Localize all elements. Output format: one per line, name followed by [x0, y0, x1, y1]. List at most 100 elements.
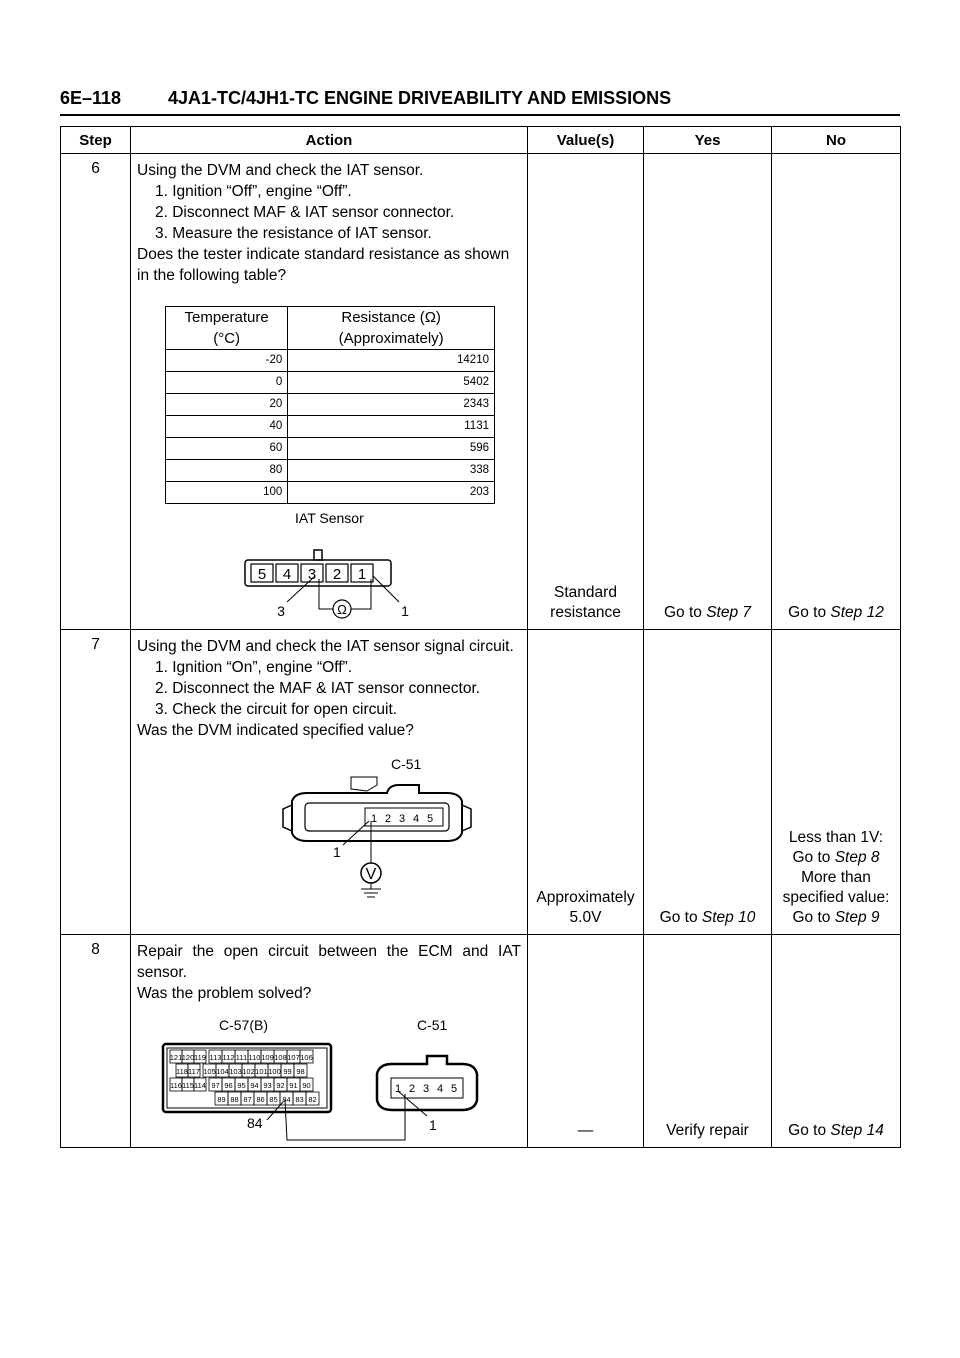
action-question: Does the tester indicate standard resist… — [137, 246, 510, 284]
value-cell: — — [527, 934, 644, 1148]
voltmeter-icon: V — [366, 866, 377, 883]
ecm-pin-number: 97 — [211, 1081, 219, 1090]
ecm-pin-number: 112 — [223, 1053, 235, 1062]
ecm-pin-number: 114 — [194, 1081, 206, 1090]
ecm-pin-number: 86 — [256, 1095, 264, 1104]
ecm-pin-number: 88 — [230, 1095, 238, 1104]
value-text: resistance — [550, 604, 621, 621]
pin-label: 1 — [358, 566, 366, 583]
yes-cell: Go to Step 10 — [643, 629, 772, 935]
ecm-connector-label: C-57(B) — [219, 1017, 268, 1033]
table-header-row: Step Action Value(s) Yes No — [60, 126, 901, 154]
value-cell: Approximately 5.0V — [527, 629, 644, 935]
action-cell: Using the DVM and check the IAT sensor. … — [130, 153, 528, 630]
no-condition: More than — [801, 869, 871, 886]
resistance-cell: 596 — [287, 437, 495, 460]
ecm-pin-number: 90 — [302, 1081, 310, 1090]
no-step-link: Step 8 — [834, 849, 880, 866]
lead-label: 1 — [401, 603, 409, 619]
substep: 2. Disconnect MAF & IAT sensor connector… — [155, 204, 455, 221]
ecm-pin-number: 100 — [268, 1067, 281, 1076]
pin-label: 2 — [409, 1083, 415, 1095]
ecm-pin-number: 119 — [194, 1053, 206, 1062]
resistance-header-row: Temperature (°C) Resistance (Ω) (Approxi… — [164, 306, 495, 350]
temperature-cell: 100 — [164, 481, 289, 504]
pin-label: 1 — [371, 813, 377, 825]
no-step-link: Step 14 — [830, 1122, 884, 1139]
col-no: No — [771, 126, 901, 154]
action-intro: Using the DVM and check the IAT sensor. — [137, 162, 424, 179]
c51-voltage-diagram: C-51 1 2 3 4 5 1 V — [282, 756, 472, 898]
sensor-connector-label: C-51 — [417, 1017, 448, 1033]
substep: 3. Measure the resistance of IAT sensor. — [155, 225, 432, 242]
substep: 1. Ignition “On”, engine “Off”. — [155, 659, 353, 676]
diagnostic-table: Step Action Value(s) Yes No 6 Using the … — [60, 126, 901, 1148]
temperature-cell: 20 — [164, 393, 289, 416]
action-cell: Repair the open circuit between the ECM … — [130, 934, 528, 1148]
ecm-pin-number: 108 — [274, 1053, 287, 1062]
ecm-pin-number: 113 — [210, 1053, 222, 1062]
action-question: Was the problem solved? — [137, 985, 312, 1002]
yes-step-link: Step 7 — [706, 604, 752, 621]
resistance-cell: 1131 — [287, 415, 495, 438]
yes-cell: Go to Step 7 — [643, 153, 772, 630]
no-prefix: Go to — [792, 849, 835, 866]
ecm-pin-cell — [193, 1049, 207, 1064]
ecm-pin-number: 84 — [282, 1095, 290, 1104]
step-number: 6 — [60, 153, 131, 630]
col-values: Value(s) — [527, 126, 644, 154]
ecm-pin-number: 103 — [229, 1067, 242, 1076]
ecm-pin-number: 106 — [300, 1053, 313, 1062]
resistance-cell: 14210 — [287, 349, 495, 372]
ecm-pin-number: 117 — [188, 1067, 200, 1076]
yes-prefix: Go to — [663, 604, 707, 621]
ecm-pin-number: 109 — [261, 1053, 274, 1062]
pin-label: 2 — [385, 813, 391, 825]
table-row-step-8: 8 Repair the open circuit between the EC… — [60, 934, 901, 1148]
ecm-pin-number: 101 — [255, 1067, 268, 1076]
ecm-pin-label: 84 — [247, 1115, 263, 1131]
ecm-pin-number: 82 — [308, 1095, 316, 1104]
ecm-pin-number: 89 — [217, 1095, 225, 1104]
ecm-pin-number: 104 — [216, 1067, 229, 1076]
pin-label: 5 — [451, 1083, 457, 1095]
pin-label: 4 — [437, 1083, 443, 1095]
value-cell: Standard resistance — [527, 153, 644, 630]
lead-label: 1 — [333, 844, 341, 860]
pin-label: 3 — [308, 566, 316, 583]
lead-label: 3 — [277, 603, 285, 619]
yes-cell: Verify repair — [643, 934, 772, 1148]
ecm-pin-number: 92 — [276, 1081, 284, 1090]
pin-label: 5 — [427, 813, 433, 825]
pin-label: 3 — [423, 1083, 429, 1095]
ecm-pin-number: 110 — [249, 1053, 261, 1062]
resistance-cell: 5402 — [287, 371, 495, 394]
resistance-cell: 338 — [287, 459, 495, 482]
no-step-link: Step 12 — [830, 604, 884, 621]
ecm-pin-number: 120 — [182, 1053, 195, 1062]
ecm-pin-cell — [187, 1063, 201, 1078]
substep: 2. Disconnect the MAF & IAT sensor conne… — [155, 680, 481, 697]
no-step-link: Step 9 — [834, 909, 880, 926]
action-intro: Repair the open circuit between the ECM … — [137, 943, 521, 981]
ecm-pin-number: 91 — [289, 1081, 297, 1090]
ecm-pin-number: 115 — [182, 1081, 194, 1090]
no-prefix: Go to — [788, 604, 831, 621]
resistance-header: Resistance (Ω) (Approximately) — [287, 306, 495, 350]
action-cell: Using the DVM and check the IAT sensor s… — [130, 629, 528, 935]
yes-prefix: Go to — [659, 909, 702, 926]
resistance-table: Temperature (°C) Resistance (Ω) (Approxi… — [164, 306, 495, 504]
temperature-cell: 60 — [164, 437, 289, 460]
yes-step-link: Step 10 — [701, 909, 756, 926]
header-rule — [60, 114, 900, 116]
value-text: Standard — [554, 584, 617, 601]
ecm-pin-number: 107 — [287, 1053, 300, 1062]
value-text: 5.0V — [569, 909, 602, 926]
